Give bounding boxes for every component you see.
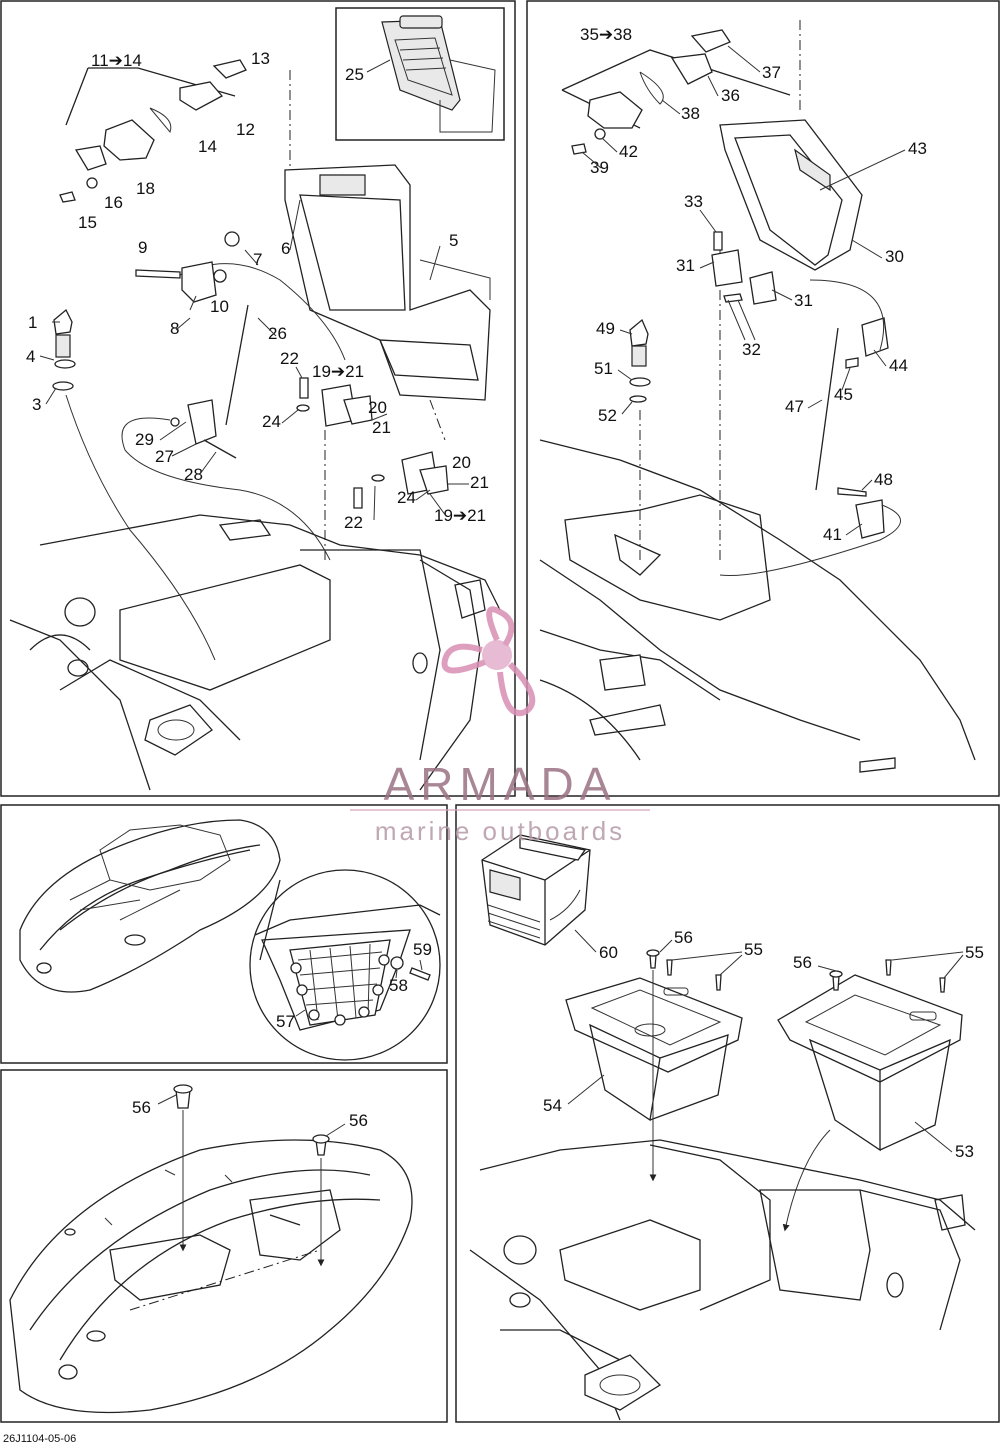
callout-label: 44 (889, 356, 908, 375)
leader-lines-top-right (581, 45, 906, 536)
callout-label: 38 (681, 104, 700, 123)
callout-label: 52 (598, 406, 617, 425)
callout-label: 28 (184, 465, 203, 484)
document-code: 26J1104-05-06 (3, 1433, 77, 1445)
callout-label: 20 (452, 453, 471, 472)
callout-label: 59 (413, 940, 432, 959)
callouts-top-right: 35➔38 37 36 38 42 39 43 33 30 31 31 32 4… (580, 25, 927, 544)
callout-label: 56 (674, 928, 693, 947)
callout-label: 15 (78, 213, 97, 232)
leader-lines-bottom-left (157, 1094, 346, 1137)
callout-label: 48 (874, 470, 893, 489)
callout-label: 18 (136, 179, 155, 198)
callout-label: 57 (276, 1012, 295, 1031)
leader-lines-middle-left (295, 959, 423, 1017)
panel-frame-middle-left (0, 804, 448, 1064)
leader-lines-top-left (39, 59, 469, 521)
callout-label: 11➔14 (91, 51, 142, 70)
callout-label: 6 (281, 239, 290, 258)
callout-label: 10 (210, 297, 229, 316)
callouts-bottom-left: 56 56 (132, 1098, 368, 1130)
callout-label: 21 (470, 473, 489, 492)
callout-label: 35➔38 (580, 25, 632, 44)
armada-watermark: ARMADA marine outboards (350, 606, 650, 846)
watermark-subtitle: marine outboards (375, 816, 625, 846)
callout-label: 58 (389, 976, 408, 995)
callout-label: 31 (794, 291, 813, 310)
callout-label: 36 (721, 86, 740, 105)
callout-label: 27 (155, 447, 174, 466)
bottom-right-drawing (469, 834, 976, 1421)
leader-lines-bottom-right (567, 929, 964, 1153)
callout-label: 42 (619, 142, 638, 161)
callout-label: 24 (397, 488, 416, 507)
callout-label: 29 (135, 430, 154, 449)
callout-label: 41 (823, 525, 842, 544)
callout-label: 14 (198, 137, 217, 156)
watermark-title: ARMADA (384, 758, 617, 810)
callout-label: 55 (965, 943, 984, 962)
callout-label: 54 (543, 1096, 562, 1115)
panel-frame-top-right (526, 0, 1000, 797)
callout-label: 16 (104, 193, 123, 212)
panel-frame-bottom-right (455, 804, 1000, 1423)
top-left-drawing (9, 15, 501, 791)
callout-label: 26 (268, 324, 287, 343)
callouts-top-left: 11➔14 13 25 12 14 18 16 15 7 5 9 10 6 8 … (26, 49, 489, 532)
callout-label: 45 (834, 385, 853, 404)
callout-label: 22 (280, 349, 299, 368)
callout-label: 56 (793, 953, 812, 972)
callout-label: 43 (908, 139, 927, 158)
middle-left-drawing (19, 819, 441, 1061)
callout-label: 31 (676, 256, 695, 275)
callout-label: 33 (684, 192, 703, 211)
inset-frame-grille (335, 7, 505, 141)
callout-label: 25 (345, 65, 364, 84)
callout-label: 22 (344, 513, 363, 532)
callout-label: 12 (236, 120, 255, 139)
callout-label: 9 (138, 238, 147, 257)
callout-label: 20 (368, 398, 387, 417)
callout-label: 19➔21 (434, 506, 486, 525)
top-right-drawing (539, 20, 976, 773)
bottom-left-drawing (9, 1084, 413, 1414)
callout-label: 37 (762, 63, 781, 82)
panel-frame-top-left (0, 0, 516, 797)
callout-label: 5 (449, 231, 458, 250)
callout-label: 49 (596, 319, 615, 338)
callout-label: 8 (170, 319, 179, 338)
callout-label: 21 (372, 418, 391, 437)
callout-label: 30 (885, 247, 904, 266)
callout-label: 55 (744, 940, 763, 959)
callout-label: 47 (785, 397, 804, 416)
callout-label: 4 (26, 347, 35, 366)
callout-label: 3 (32, 395, 41, 414)
panel-frame-bottom-left (0, 1069, 448, 1423)
callout-label: 32 (742, 340, 761, 359)
callout-label: 53 (955, 1142, 974, 1161)
callout-label: 56 (132, 1098, 151, 1117)
callout-label: 1 (28, 313, 37, 332)
callouts-bottom-right: 56 55 60 56 55 54 53 (543, 928, 984, 1161)
callouts-middle-left: 59 58 57 (276, 940, 432, 1031)
callout-label: 7 (253, 250, 262, 269)
callout-label: 13 (251, 49, 270, 68)
callout-label: 24 (262, 412, 281, 431)
callout-label: 60 (599, 943, 618, 962)
callout-label: 19➔21 (312, 362, 364, 381)
callout-label: 56 (349, 1111, 368, 1130)
propeller-logo-icon (441, 606, 536, 717)
callout-label: 51 (594, 359, 613, 378)
